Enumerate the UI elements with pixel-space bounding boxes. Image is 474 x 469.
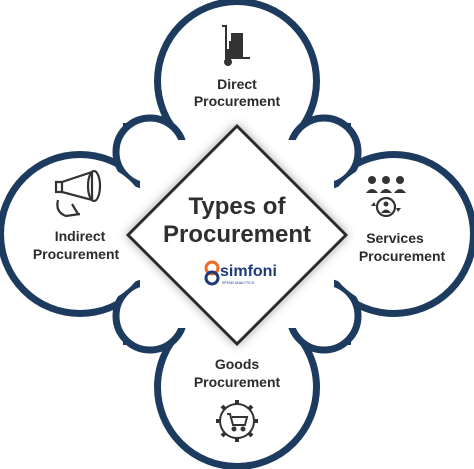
node-services-procurement: Services Procurement [359,176,446,264]
node-indirect-procurement: Indirect Procurement [33,169,120,262]
logo-tagline: SPEND ANALYTICS [222,281,255,285]
gear-cart-icon [216,400,258,442]
center-diamond [125,123,349,347]
center-title-line1: Types of [189,193,287,220]
simfoni-logo: simfoni SPEND ANALYTICS [204,260,277,286]
node-goods-line1: Goods [215,356,260,372]
node-direct-line1: Direct [217,76,257,92]
node-services-line2: Procurement [359,248,446,264]
logo-mark-icon [204,260,220,286]
logo-text: simfoni [220,263,277,280]
node-indirect-line1: Indirect [55,228,106,244]
node-indirect-line2: Procurement [33,246,120,262]
node-goods-line2: Procurement [194,374,281,390]
node-direct-line2: Procurement [194,93,281,109]
hand-truck-icon [222,25,250,66]
node-goods-procurement: Goods Procurement [194,356,281,442]
node-services-line1: Services [366,230,424,246]
megaphone-icon [54,169,102,218]
node-direct-procurement: Direct Procurement [194,25,281,109]
center-title-line2: Procurement [163,221,311,248]
people-cycle-icon [366,176,406,218]
